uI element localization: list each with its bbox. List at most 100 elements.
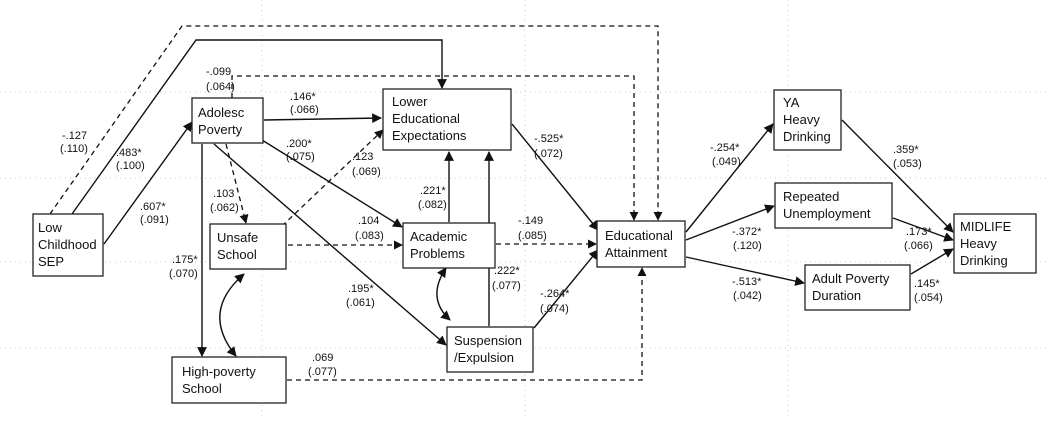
node-label-line: Repeated — [783, 189, 839, 204]
coef-expectations-to-attainment: -.525* — [534, 133, 564, 145]
node-label-line: Expectations — [392, 128, 467, 143]
path-adolesc-to-suspension — [213, 143, 447, 346]
node-suspension-expulsion: Suspension /Expulsion — [446, 326, 534, 373]
se-unsafe-to-academic: (.083) — [355, 230, 384, 242]
path-expectations-to-attainment — [511, 123, 599, 231]
node-academic-problems: Academic Problems — [402, 222, 496, 269]
node-label-line: School — [182, 381, 222, 396]
se-suspension-to-expectations: (.077) — [492, 280, 521, 292]
coef-attainment-to-unemployment: -.372* — [732, 226, 762, 238]
node-high-poverty-school: High-poverty School — [171, 356, 287, 404]
path-attainment-to-adultpoverty — [685, 256, 805, 286]
node-label-line: Lower — [392, 94, 428, 109]
coef-sep-to-attainment: -.127 — [62, 130, 87, 142]
node-label-line: Unemployment — [783, 206, 871, 221]
node-label-line: /Expulsion — [454, 350, 514, 365]
node-label-line: Adult Poverty — [812, 271, 890, 286]
node-low-childhood-sep: Low Childhood SEP — [32, 213, 104, 277]
se-expectations-to-attainment: (.072) — [534, 148, 563, 160]
se-attainment-to-unemployment: (.120) — [733, 240, 762, 252]
coefficients: -.127 (.110) .483* (.100) .607* (.091) -… — [60, 66, 943, 378]
se-highpoverty-to-attainment: (.077) — [308, 366, 337, 378]
node-label-line: Educational — [605, 228, 673, 243]
path-ya-to-midlife — [841, 119, 954, 233]
path-sep-to-expectations — [71, 39, 447, 215]
node-label-line: Childhood — [38, 237, 97, 252]
coef-suspension-to-attainment: -.264* — [540, 288, 570, 300]
node-label-line: Suspension — [454, 333, 522, 348]
node-label-line: Academic — [410, 229, 468, 244]
coef-adolesc-to-expectations: .146* — [290, 91, 316, 103]
se-adolesc-to-academic: (.075) — [286, 151, 315, 163]
node-label-line: Unsafe — [217, 230, 258, 245]
path-adultpoverty-to-midlife — [910, 248, 954, 275]
coef-highpoverty-to-attainment: .069 — [312, 352, 333, 364]
node-label-line: Poverty — [198, 122, 243, 137]
correlation-unsafe-highpoverty — [219, 273, 245, 357]
coef-adultpoverty-to-midlife: .145* — [914, 278, 940, 290]
node-label-line: YA — [783, 95, 800, 110]
se-adolesc-to-unsafe: (.062) — [210, 202, 239, 214]
path-attainment-to-unemployment — [685, 204, 775, 241]
coef-adolesc-to-highpoverty: .175* — [172, 254, 198, 266]
coef-academic-to-attainment: -.149 — [518, 215, 543, 227]
node-label-line: SEP — [38, 254, 64, 269]
path-attainment-to-ya — [685, 123, 774, 233]
se-adolesc-to-expectations: (.066) — [290, 104, 319, 116]
coef-adolesc-to-attainment: -.099 — [206, 66, 231, 78]
se-academic-to-attainment: (.085) — [518, 230, 547, 242]
se-adolesc-to-attainment: (.064) — [206, 81, 235, 93]
node-label-line: School — [217, 247, 257, 262]
node-adolesc-poverty: Adolesc Poverty — [191, 97, 264, 144]
node-label-line: Problems — [410, 246, 465, 261]
node-lower-educational-expectations: Lower Educational Expectations — [382, 88, 512, 151]
node-label-line: Drinking — [783, 129, 831, 144]
path-highpoverty-to-attainment — [287, 267, 647, 381]
path-adolesc-to-academic — [261, 139, 403, 228]
path-adolesc-to-expectations — [263, 113, 382, 124]
correlation-academic-suspension — [436, 267, 451, 321]
node-adult-poverty-duration: Adult Poverty Duration — [804, 264, 911, 311]
se-ya-to-midlife: (.053) — [893, 158, 922, 170]
coef-sep-to-adolesc: .607* — [140, 201, 166, 213]
coef-suspension-to-expectations: .222* — [494, 265, 520, 277]
coef-adolesc-to-unsafe: .103 — [213, 188, 234, 200]
path-suspension-to-attainment — [533, 249, 599, 329]
se-sep-to-attainment: (.110) — [60, 143, 88, 155]
coef-unsafe-to-academic: .104 — [358, 215, 379, 227]
node-ya-heavy-drinking: YA Heavy Drinking — [773, 89, 842, 151]
node-label-line: Low — [38, 220, 62, 235]
se-unsafe-to-expectations: (.069) — [352, 166, 381, 178]
node-label-line: MIDLIFE — [960, 219, 1012, 234]
se-attainment-to-adultpoverty: (.042) — [733, 290, 762, 302]
coef-adolesc-to-academic: .200* — [286, 138, 312, 150]
node-unsafe-school: Unsafe School — [209, 223, 287, 270]
node-label-line: High-poverty — [182, 364, 256, 379]
se-academic-to-expectations: (.082) — [418, 199, 447, 211]
path-sep-to-adolesc — [103, 121, 193, 245]
node-midlife-heavy-drinking: MIDLIFE Heavy Drinking — [953, 213, 1037, 274]
coef-sep-to-expectations: .483* — [116, 147, 142, 159]
coef-unemployment-to-midlife: .173* — [906, 226, 932, 238]
se-sep-to-expectations: (.100) — [116, 160, 145, 172]
node-label-line: Heavy — [783, 112, 820, 127]
node-label-line: Educational — [392, 111, 460, 126]
se-adolesc-to-suspension: (.061) — [346, 297, 375, 309]
node-label-line: Adolesc — [198, 105, 245, 120]
se-suspension-to-attainment: (.074) — [540, 303, 569, 315]
node-label-line: Heavy — [960, 236, 997, 251]
node-label-line: Drinking — [960, 253, 1008, 268]
se-attainment-to-ya: (.049) — [712, 156, 741, 168]
paths — [49, 25, 954, 381]
coef-attainment-to-adultpoverty: -.513* — [732, 276, 762, 288]
node-repeated-unemployment: Repeated Unemployment — [774, 182, 893, 229]
node-label-line: Duration — [812, 288, 861, 303]
coef-attainment-to-ya: -.254* — [710, 142, 740, 154]
path-adolesc-to-attainment — [231, 75, 639, 221]
coef-ya-to-midlife: .359* — [893, 144, 919, 156]
coef-academic-to-expectations: .221* — [420, 185, 446, 197]
path-sep-to-attainment-dashed — [49, 25, 663, 221]
